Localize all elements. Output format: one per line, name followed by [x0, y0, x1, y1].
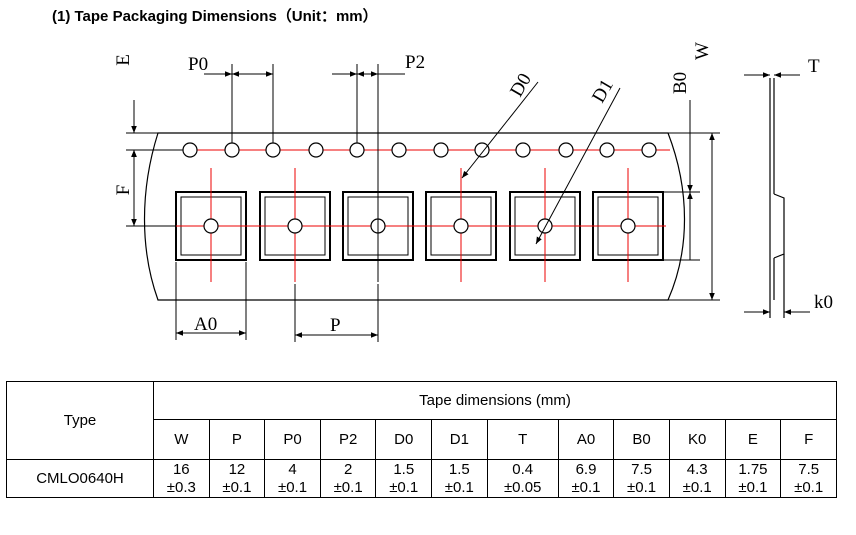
label-W: W	[692, 42, 713, 60]
value-cell: 4.3±0.1	[668, 459, 726, 498]
value-cell: 1.5±0.1	[375, 459, 433, 498]
tape-side-profile	[769, 78, 785, 318]
column-header: F	[780, 419, 837, 460]
value-cell: 16±0.3	[153, 459, 210, 498]
value-cell: 1.5±0.1	[431, 459, 488, 498]
tolerance: ±0.3	[166, 478, 196, 496]
dim-A0	[175, 262, 247, 340]
column-header: E	[724, 419, 782, 460]
label-T: T	[808, 56, 820, 77]
label-P2: P2	[405, 52, 425, 73]
tolerance: ±0.05	[503, 478, 542, 496]
value-cell: 0.4±0.05	[486, 459, 559, 498]
column-header: K0	[668, 419, 726, 460]
tape-dimensions-table: Type Tape dimensions (mm) W P P0 P2 D0 D…	[6, 381, 837, 498]
label-A0: A0	[194, 314, 217, 335]
label-P: P	[330, 315, 341, 336]
value-cell: 4±0.1	[264, 459, 321, 498]
column-header-row: W P P0 P2 D0 D1 T A0 B0 K0 E F	[7, 419, 837, 460]
value: 16	[172, 460, 190, 478]
table-row: CMLO0640H 16±0.3 12±0.1 4±0.1 2±0.1 1.5±…	[6, 459, 837, 498]
tape-dimension-drawing: E F P0 P2 D0 D1 B0 W	[113, 42, 833, 342]
label-F: F	[113, 185, 134, 196]
column-header: P	[208, 419, 266, 460]
value: 1.5	[393, 460, 415, 478]
label-E: E	[113, 54, 134, 66]
dim-P	[294, 284, 379, 342]
column-header: D0	[375, 419, 433, 460]
column-header: D1	[431, 419, 488, 460]
value-cell: 7.5±0.1	[780, 459, 837, 498]
group-header: Tape dimensions (mm)	[153, 381, 837, 420]
tolerance: ±0.1	[627, 478, 657, 496]
tolerance: ±0.1	[571, 478, 601, 496]
type-cell: CMLO0640H	[6, 459, 154, 498]
leader-D1	[535, 87, 621, 245]
value: 1.75	[738, 460, 768, 478]
value: 2	[343, 460, 353, 478]
value: 4	[288, 460, 297, 478]
column-header: P0	[264, 419, 321, 460]
tolerance: ±0.1	[389, 478, 419, 496]
dim-W	[668, 132, 720, 301]
type-header: Type	[6, 381, 154, 460]
column-header: T	[486, 419, 559, 460]
value-cell: 6.9±0.1	[557, 459, 615, 498]
value: 1.5	[448, 460, 470, 478]
dim-P2	[332, 64, 405, 282]
label-D0: D0	[506, 70, 536, 101]
value-cell: 1.75±0.1	[724, 459, 782, 498]
column-header: A0	[557, 419, 615, 460]
label-P0: P0	[188, 54, 208, 75]
column-header: P2	[319, 419, 377, 460]
tolerance: ±0.1	[682, 478, 712, 496]
value: 7.5	[631, 460, 653, 478]
dim-F	[126, 150, 176, 227]
tape-outline	[143, 132, 686, 301]
dim-P0	[204, 64, 274, 143]
dim-E	[126, 100, 183, 175]
leader-D0	[461, 81, 539, 179]
tolerance: ±0.1	[333, 478, 363, 496]
value-cell: 12±0.1	[208, 459, 266, 498]
value: 12	[228, 460, 246, 478]
column-header: B0	[613, 419, 670, 460]
page-title: (1) Tape Packaging Dimensions（Unit：mm）	[52, 8, 378, 25]
tolerance: ±0.1	[738, 478, 768, 496]
label-k0: k0	[814, 292, 833, 313]
value: 6.9	[575, 460, 597, 478]
label-D1: D1	[588, 76, 618, 107]
tolerance: ±0.1	[794, 478, 824, 496]
column-header: W	[153, 419, 210, 460]
tape-pockets	[160, 168, 666, 282]
tolerance: ±0.1	[222, 478, 252, 496]
value: 7.5	[798, 460, 820, 478]
tolerance: ±0.1	[277, 478, 308, 496]
dim-B0	[663, 100, 700, 261]
value: 0.4	[512, 460, 534, 478]
label-B0: B0	[670, 72, 691, 94]
tolerance: ±0.1	[444, 478, 474, 496]
value: 4.3	[686, 460, 708, 478]
value-cell: 2±0.1	[319, 459, 377, 498]
value-cell: 7.5±0.1	[613, 459, 670, 498]
